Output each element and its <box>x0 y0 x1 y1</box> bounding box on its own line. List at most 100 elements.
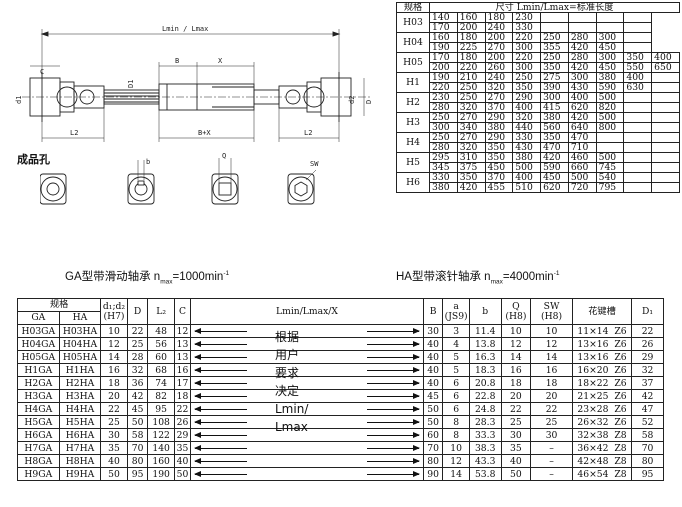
spec-cell-b: 40 <box>422 363 444 377</box>
spec-cell-ha: H1HA <box>58 363 102 377</box>
spec-cell-q: 18 <box>500 376 532 390</box>
spec-cell-c: 26 <box>173 415 192 429</box>
spec-cell-q: 20 <box>500 389 532 403</box>
size-cell: 275 <box>540 72 569 83</box>
size-cell: 720 <box>567 182 597 193</box>
dim-l2-left: L2 <box>70 129 78 137</box>
hdr-D1: D₁ <box>631 298 664 325</box>
size-cell: 250 <box>456 92 486 103</box>
spec-cell-spline: 26×32 Z6 <box>571 415 633 429</box>
size-cell: 270 <box>456 112 486 123</box>
size-cell: 320 <box>456 102 486 113</box>
size-cell <box>623 112 653 123</box>
hdr-C: C <box>173 298 192 325</box>
spec-cell-sw: 22 <box>530 402 573 416</box>
arrow-right-icon <box>366 419 420 425</box>
spec-cell-ga: H05GA <box>17 350 60 364</box>
arrow-right-icon <box>366 341 420 347</box>
spec-table: 规格 d₁;d₂(H7) D L₂ C Lmin/Lmax/X B a(JS9)… <box>16 298 664 481</box>
spec-cell-l2: 160 <box>147 454 175 468</box>
spec-cell-a: 10 <box>442 441 470 455</box>
size-cell: 370 <box>484 172 514 183</box>
spec-cell-b: 13.8 <box>468 337 502 351</box>
spec-cell-a: 14 <box>442 467 470 481</box>
spec-cell-b: 53.8 <box>468 467 502 481</box>
shaft-drawing: Lmin / Lmax C B X d1 D1 d2 D L2 B+X L2 <box>15 25 373 142</box>
arrow-right-icon <box>366 471 420 477</box>
spec-cell-b: 70 <box>422 441 444 455</box>
spec-cell-c: 29 <box>173 428 192 442</box>
spec-cell-c: 35 <box>173 441 192 455</box>
size-group-name: H5 <box>396 152 430 173</box>
hdr-spec: 规格 <box>16 298 102 312</box>
size-cell: 240 <box>484 22 514 33</box>
size-cell: 350 <box>456 172 486 183</box>
dim-l2-right: L2 <box>304 129 312 137</box>
ga-caption: GA型带滑动轴承 nmax=1000min-1 <box>65 268 229 285</box>
ha-caption-prefix: HA型带滚针轴承 n <box>396 271 491 283</box>
size-cell <box>623 32 653 43</box>
size-cell: 390 <box>540 82 569 93</box>
spec-cell-ha: H05HA <box>58 350 102 364</box>
spec-cell-d: 42 <box>126 389 149 403</box>
size-cell: 590 <box>595 82 625 93</box>
size-group-name: H3 <box>396 112 430 133</box>
spec-cell-l2: 60 <box>147 350 175 364</box>
size-cell: 350 <box>512 82 542 93</box>
spec-cell-sw: – <box>530 441 573 455</box>
size-cell: 300 <box>540 92 569 103</box>
size-cell: 540 <box>595 172 625 183</box>
spec-cell-l2: 108 <box>147 415 175 429</box>
size-cell: 550 <box>623 62 653 73</box>
size-cell: 500 <box>595 92 625 103</box>
arrow-right-icon <box>366 432 420 438</box>
size-cell <box>595 22 625 33</box>
spec-cell-d: 36 <box>126 376 149 390</box>
spec-cell-spline: 36×42 Z8 <box>571 441 633 455</box>
size-cell: 400 <box>512 172 542 183</box>
size-cell: 170 <box>429 22 458 33</box>
spec-cell-d: 20 <box>100 389 128 403</box>
spec-cell-b: 22.8 <box>468 389 502 403</box>
spec-cell-ga: H04GA <box>17 337 60 351</box>
length-note-line: Lmin/ <box>275 402 309 416</box>
size-cell <box>595 142 625 153</box>
size-cell <box>595 12 625 23</box>
size-cell: 300 <box>429 122 458 133</box>
spec-cell-ga: H4GA <box>17 402 60 416</box>
spec-cell-a: 6 <box>442 376 470 390</box>
size-cell: 800 <box>595 122 625 133</box>
spec-cell-l2: 74 <box>147 376 175 390</box>
size-cell: 630 <box>623 82 653 93</box>
hdr-a-tol: (JS9) <box>444 310 468 322</box>
size-cell: 415 <box>540 102 569 113</box>
spec-cell-d1: 52 <box>631 415 664 429</box>
size-cell <box>651 172 680 183</box>
spec-cell-a: 6 <box>442 389 470 403</box>
size-cell <box>540 22 569 33</box>
size-cell: 290 <box>512 92 542 103</box>
spec-cell-d: 12 <box>100 337 128 351</box>
size-cell: 375 <box>456 162 486 173</box>
spec-cell-d: 35 <box>100 441 128 455</box>
spec-cell-q: 35 <box>500 441 532 455</box>
spec-cell-d: 30 <box>100 428 128 442</box>
hdr-d12-tol: (H7) <box>103 310 125 322</box>
ga-caption-sup: -1 <box>223 270 230 278</box>
spec-cell-b: 18.3 <box>468 363 502 377</box>
hdr-SW: SW(H8) <box>530 298 573 325</box>
hdr-SW-label: SW <box>543 300 560 312</box>
size-cell: 320 <box>484 82 514 93</box>
spec-cell-ha: H04HA <box>58 337 102 351</box>
spec-cell-ga: H6GA <box>17 428 60 442</box>
arrow-left-icon <box>194 341 248 347</box>
size-cell: 450 <box>540 172 569 183</box>
spec-cell-d: 40 <box>100 454 128 468</box>
